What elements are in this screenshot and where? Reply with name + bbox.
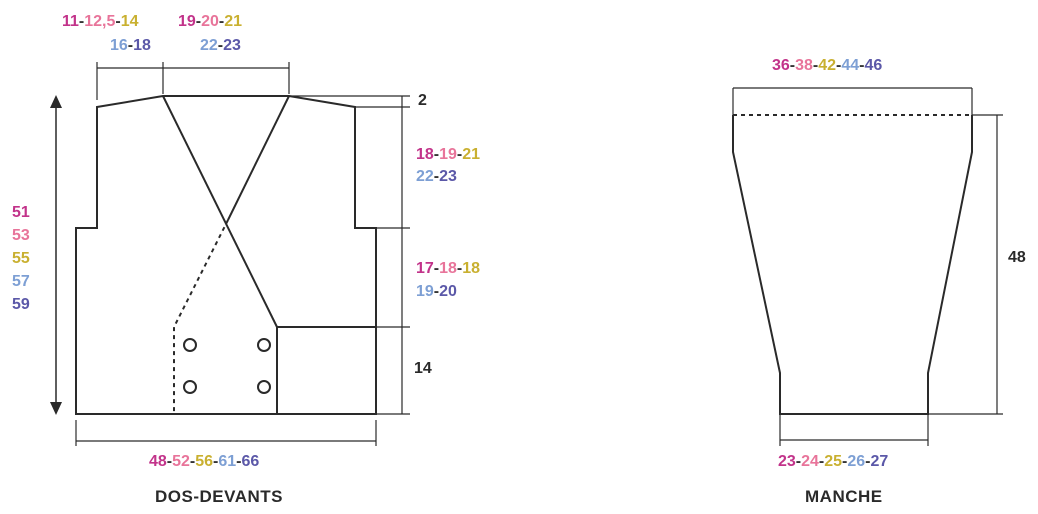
total-length-s1: 51 — [12, 204, 30, 221]
shoulder-width-s3: 21 — [224, 13, 243, 30]
side-length-s4: 19 — [416, 283, 434, 300]
neck-width-s1: 11 — [62, 13, 79, 30]
button-3 — [183, 380, 197, 394]
sleeve-title: MANCHE — [805, 487, 883, 506]
armhole-label: 18-19-21 — [416, 146, 481, 163]
shoulder-width-s1: 19 — [178, 13, 196, 30]
total-length-s4: 57 — [12, 273, 30, 290]
sleeve-outline — [732, 115, 973, 415]
sleeve-top-s3: 42 — [818, 57, 837, 74]
body-width-s2: 52 — [172, 453, 190, 470]
sleeve-top-s2: 38 — [795, 57, 813, 74]
sleeve-top-s5: 46 — [864, 57, 883, 74]
side-length-s5: 20 — [439, 283, 457, 300]
side-length-label-2: 19-20 — [416, 283, 457, 300]
side-length-s3: 18 — [462, 260, 481, 277]
sleeve-cuff-s4: 26 — [847, 453, 866, 470]
body-outline — [75, 95, 377, 415]
shoulder-width-label-2: 22-23 — [200, 37, 241, 54]
armhole-s1: 18 — [416, 146, 434, 163]
front-back-title: DOS-DEVANTS — [155, 487, 283, 506]
sleeve-top-s4: 44 — [841, 57, 860, 74]
sleeve-cuff-label: 23-24-25-26-27 — [778, 453, 889, 470]
button-1 — [183, 338, 197, 352]
neckline-left — [162, 95, 278, 328]
button-4 — [257, 380, 271, 394]
total-length-s5: 59 — [12, 296, 30, 313]
armhole-s5: 23 — [439, 168, 457, 185]
neck-width-s2: 12,5 — [84, 13, 116, 30]
body-width-s5: 66 — [241, 453, 260, 470]
body-width-s3: 56 — [195, 453, 214, 470]
armhole-s4: 22 — [416, 168, 434, 185]
shoulder-width-s2: 20 — [201, 13, 219, 30]
sleeve-cuff-s2: 24 — [801, 453, 819, 470]
sleeve-cuff-s5: 27 — [870, 453, 889, 470]
total-length-label: 51 53 55 57 59 — [12, 201, 30, 316]
neckline-right — [227, 95, 290, 221]
total-length-s2: 53 — [12, 227, 30, 244]
body-width-s4: 61 — [218, 453, 237, 470]
armhole-label-2: 22-23 — [416, 168, 457, 185]
side-length-s2: 18 — [439, 260, 457, 277]
sleeve-cuff-s3: 25 — [824, 453, 843, 470]
arrow-up-icon — [50, 95, 62, 108]
hidden-front-edge — [173, 219, 229, 414]
shoulder-width-s5: 23 — [223, 37, 241, 54]
neck-width-s4: 16 — [110, 37, 128, 54]
pocket-height-label: 14 — [414, 360, 432, 377]
sleeve-cuff-s1: 23 — [778, 453, 796, 470]
side-length-label: 17-18-18 — [416, 260, 481, 277]
body-width-s1: 48 — [149, 453, 167, 470]
armhole-s2: 19 — [439, 146, 457, 163]
body-width-label: 48-52-56-61-66 — [149, 453, 260, 470]
button-2 — [257, 338, 271, 352]
side-length-s1: 17 — [416, 260, 434, 277]
armhole-s3: 21 — [462, 146, 481, 163]
shoulder-width-label: 19-20-21 — [178, 13, 243, 30]
sleeve-top-s1: 36 — [772, 57, 790, 74]
shoulder-slope-label: 2 — [418, 92, 427, 109]
neck-width-label: 11-12,5-14 — [62, 13, 139, 30]
neck-width-label-2: 16-18 — [110, 37, 151, 54]
neck-width-s5: 18 — [133, 37, 151, 54]
shoulder-width-s4: 22 — [200, 37, 218, 54]
sleeve-top-label: 36-38-42-44-46 — [772, 57, 883, 74]
neck-width-s3: 14 — [120, 13, 139, 30]
total-length-s3: 55 — [12, 250, 30, 267]
sleeve-length-label: 48 — [1008, 249, 1026, 266]
arrow-down-icon — [50, 402, 62, 415]
